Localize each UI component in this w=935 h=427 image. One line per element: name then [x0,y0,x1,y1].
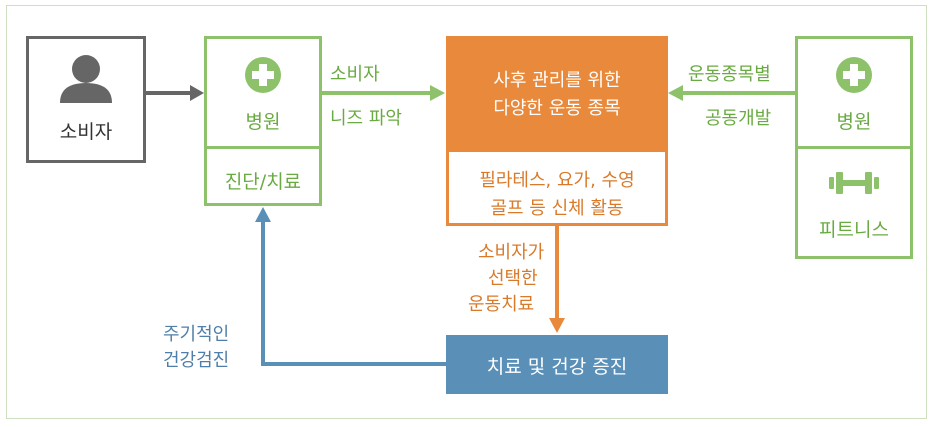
hospital-left-sub-label: 진단/치료 [224,171,302,193]
fitness-box: 피트니스 [795,146,913,259]
consumer-box: 소비자 [26,36,146,163]
chosen-therapy-line2: 선택한 [488,268,538,289]
co-development-line1: 운동종목별 [688,64,771,85]
treatment-health-box: 치료 및 건강 증진 [446,335,668,394]
hospital-right-label: 병원 [836,111,872,133]
exercise-examples-line2: 골프 등 신체 활동 [490,198,624,219]
person-icon [60,55,112,103]
dumbbell-icon [829,172,879,194]
treatment-health-label: 치료 및 건강 증진 [486,356,628,378]
chosen-therapy-line1: 소비자가 [478,242,545,263]
exercise-examples-box: 필라테스, 요가, 수영 골프 등 신체 활동 [446,149,668,226]
exercise-types-line1: 사후 관리를 위한 [493,70,621,91]
medical-cross-icon [245,57,281,93]
hospital-left-label: 병원 [245,111,281,133]
medical-cross-icon [836,57,872,93]
exercise-types-line2: 다양한 운동 종목 [493,98,621,119]
fitness-label: 피트니스 [819,219,889,241]
consumer-label-line1: 소비자 [330,64,380,85]
arrow-treatment-to-hospital [255,207,446,366]
hospital-left-sub-box: 진단/치료 [204,146,322,206]
checkup-line1: 주기적인 [163,324,230,345]
hospital-right-box: 병원 [795,36,913,149]
chosen-therapy-line3: 운동치료 [468,294,535,315]
exercise-types-box: 사후 관리를 위한 다양한 운동 종목 [446,36,668,149]
exercise-examples-line1: 필라테스, 요가, 수영 [479,170,635,191]
checkup-line2: 건강검진 [163,350,230,371]
arrow-hospital-right-to-exercise [668,85,795,101]
arrow-exercise-to-treatment [549,226,565,333]
arrow-consumer-to-hospital [146,85,204,101]
co-development-line2: 공동개발 [705,108,772,129]
needs-analysis-label: 니즈 파악 [330,108,402,129]
arrow-hospital-to-exercise [322,85,445,101]
consumer-label: 소비자 [59,121,113,143]
